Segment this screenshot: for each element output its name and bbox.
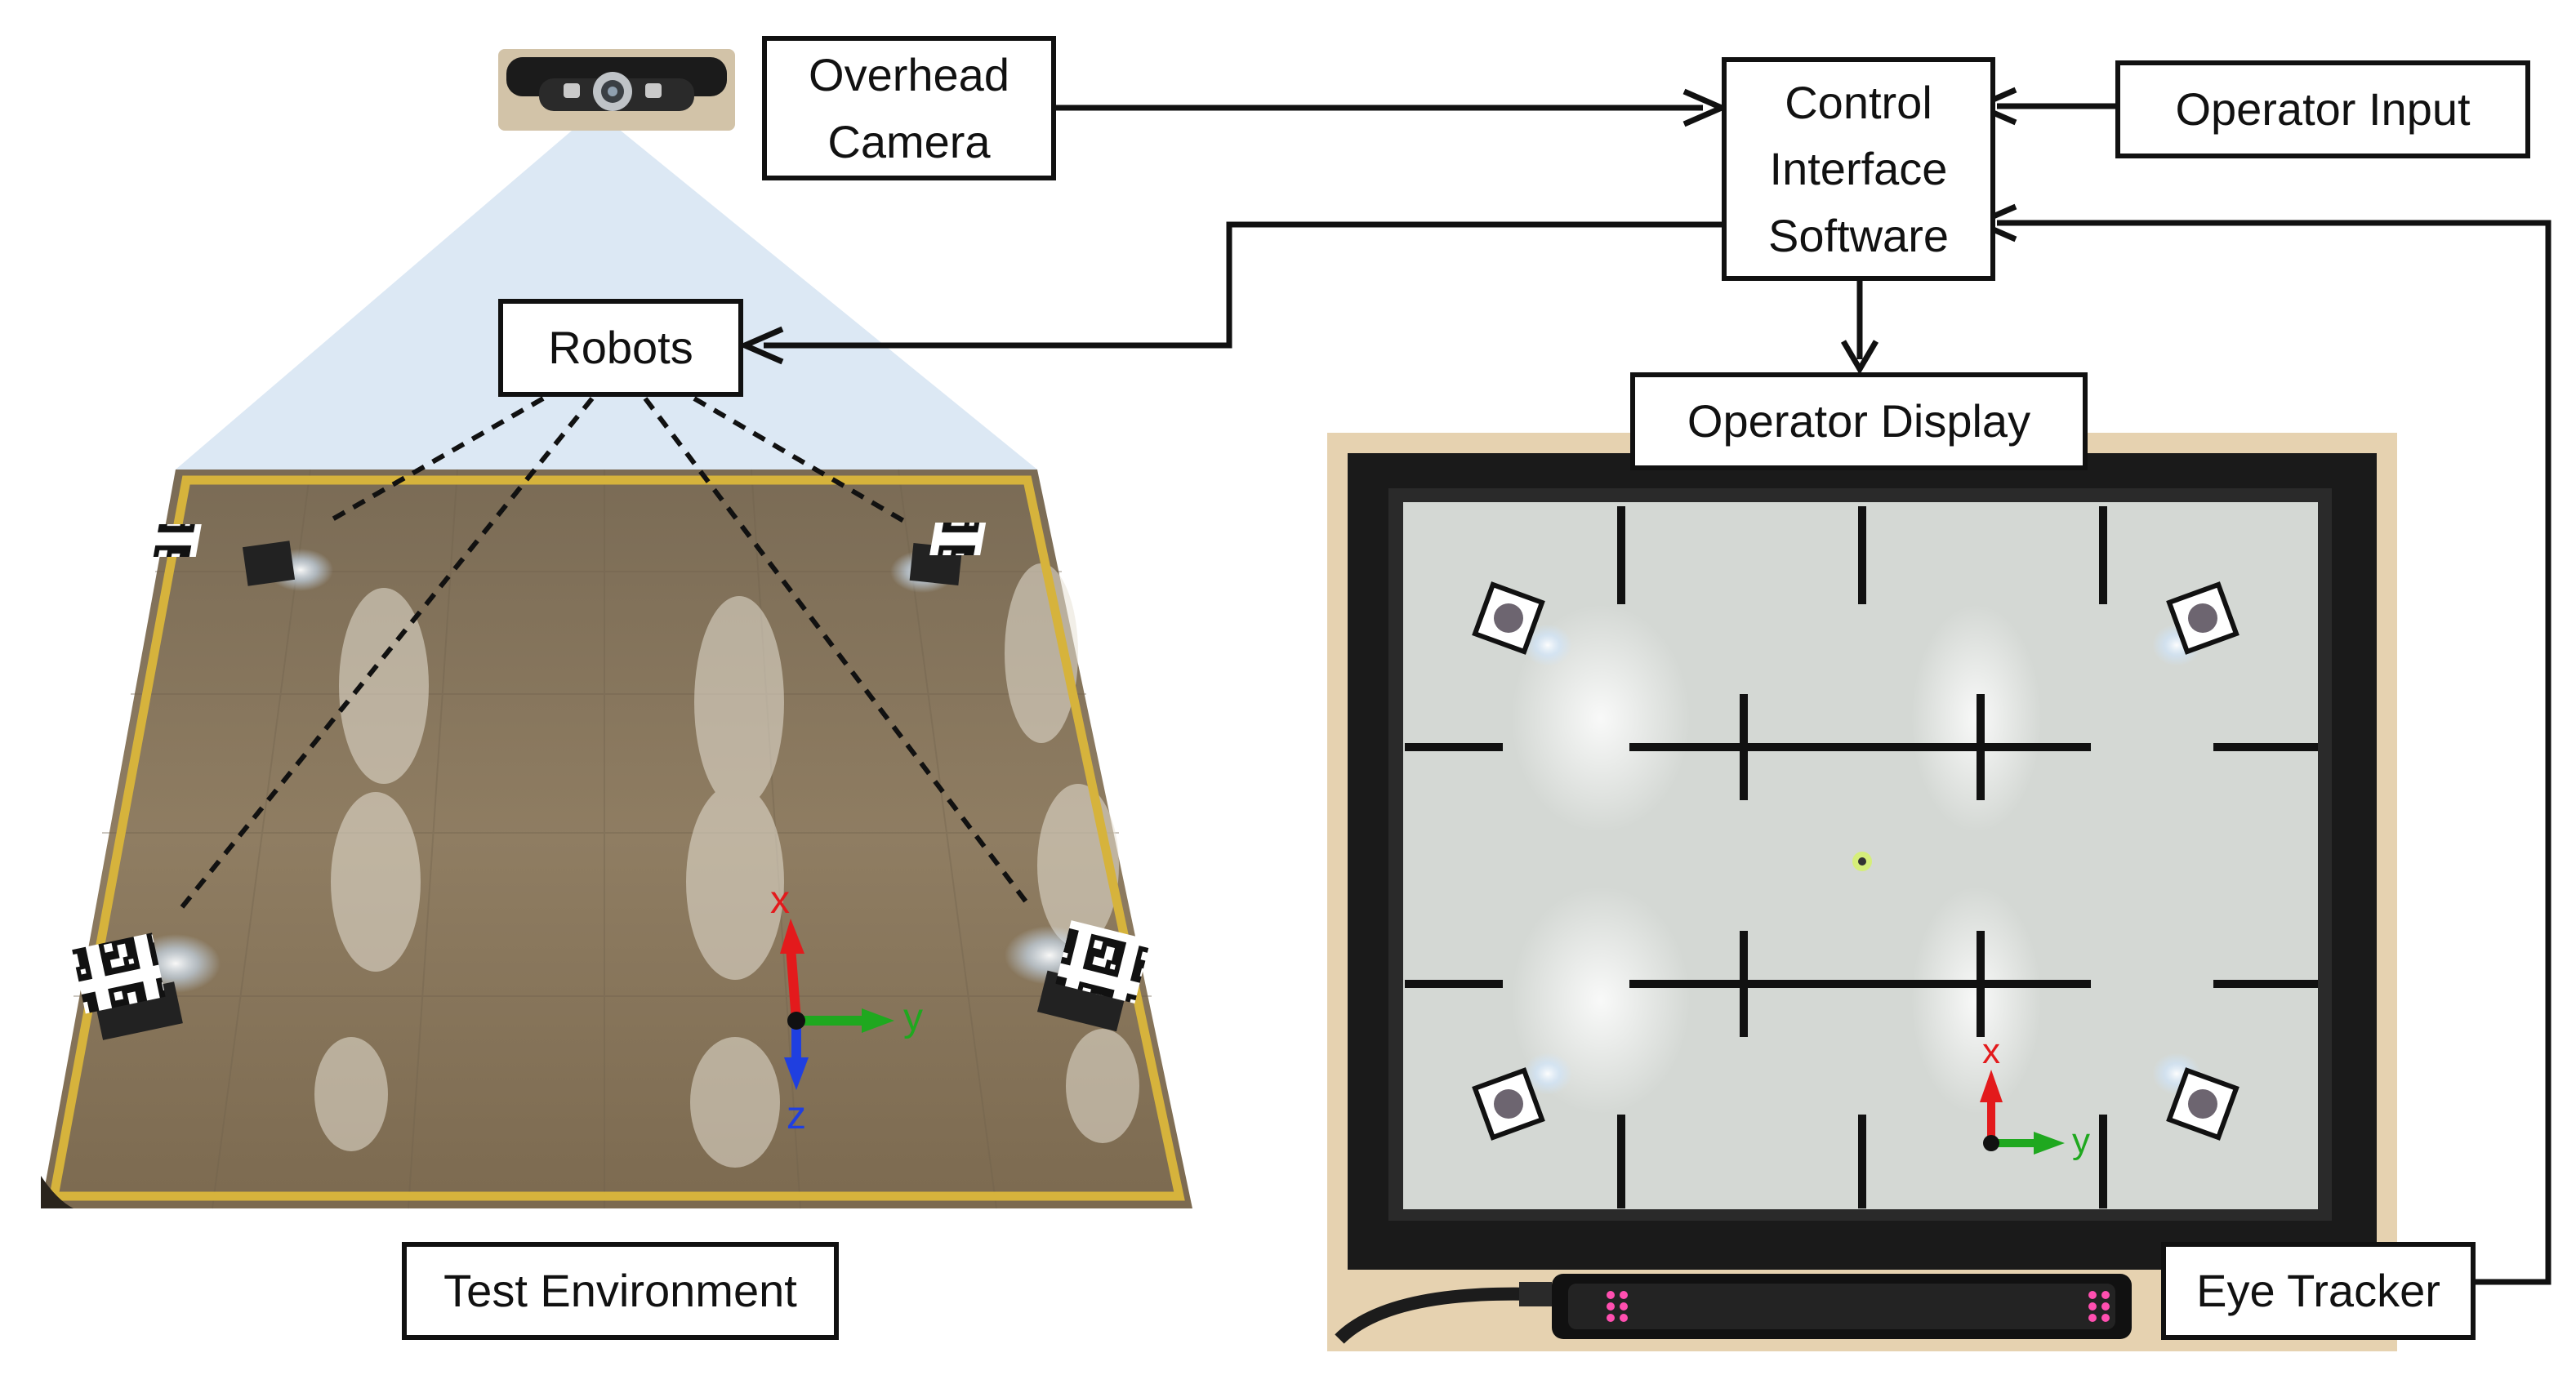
robot-pointer-lines [179, 396, 1033, 910]
connector-control-to-robots [738, 221, 1723, 365]
connector-control-to-display [1840, 279, 1879, 375]
eye-tracker-label: Eye Tracker [2161, 1242, 2476, 1340]
test-environment-label: Test Environment [402, 1242, 839, 1340]
overhead-camera-line-1: Overhead [809, 49, 1009, 101]
display-coordinate-frame [1980, 1070, 2065, 1155]
test-environment-photo [41, 469, 1192, 1209]
robot-front-right [890, 523, 987, 593]
connector-input-to-control [1971, 87, 2115, 126]
operator-display-label-text: Operator Display [1687, 395, 2031, 447]
webcam-icon [498, 49, 735, 131]
connector-camera-to-control [1054, 88, 1729, 127]
display-robot-bottom-left [1472, 1052, 1572, 1141]
operator-input-label: Operator Input [2175, 83, 2471, 136]
display-axis-x-label: x [1982, 1031, 2000, 1071]
control-interface-line-3: Software [1768, 209, 1949, 261]
operator-display-photo [1327, 433, 2397, 1351]
display-axis-y-label: y [2072, 1121, 2090, 1161]
floor-axis-x-label: x [770, 879, 790, 922]
display-robot-top-right [2152, 581, 2240, 666]
eye-tracker-bar-icon [1335, 1274, 2132, 1344]
floor-axis-z-label: z [787, 1094, 806, 1137]
robots-label: Robots [498, 299, 743, 397]
control-interface-line-2: Interface [1769, 143, 1948, 195]
overhead-camera-label: Overhead Camera [762, 36, 1056, 180]
operator-display-label: Operator Display [1630, 372, 2088, 470]
control-interface-software-box: Control Interface Software [1722, 57, 1995, 281]
eye-tracker-label-text: Eye Tracker [2196, 1265, 2440, 1317]
floor-coordinate-frame [780, 919, 894, 1090]
overhead-camera-line-2: Camera [827, 115, 991, 167]
robot-back-right [1005, 920, 1151, 1032]
control-interface-line-1: Control [1785, 77, 1932, 129]
display-robot-bottom-right [2152, 1052, 2240, 1141]
test-environment-label-text: Test Environment [443, 1265, 797, 1317]
display-robot-top-left [1472, 581, 1572, 666]
floor-axis-y-label: y [903, 996, 923, 1039]
robot-front-left [143, 524, 333, 591]
operator-input-box: Operator Input [2115, 60, 2530, 158]
robots-label-text: Robots [548, 322, 693, 374]
robot-back-left [72, 932, 221, 1040]
